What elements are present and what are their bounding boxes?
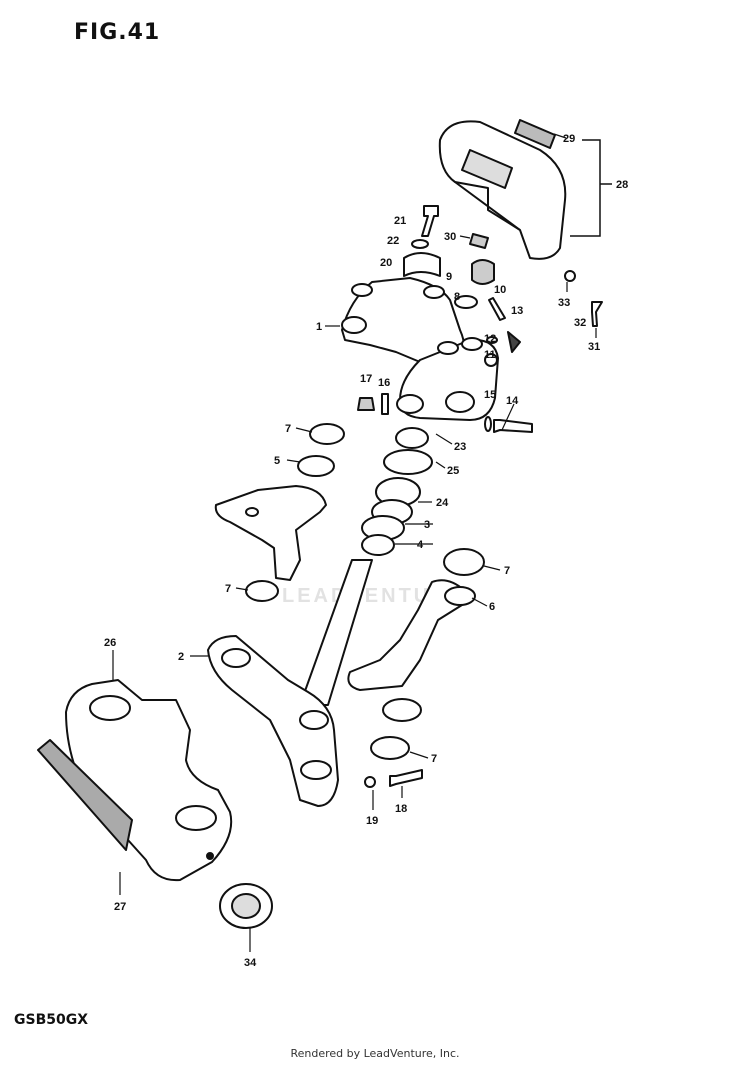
bolt-21 [421,205,439,237]
washer-19 [364,776,376,788]
callout-17: 17 [360,373,372,385]
callout-13: 13 [511,305,523,317]
handlebar-cover [438,120,567,260]
callout-15: 15 [484,389,496,401]
nut-11 [484,353,498,367]
callout-7c: 7 [504,565,510,577]
lower-bracket-stem [207,559,373,807]
bolt-18 [389,769,423,787]
washer-15 [484,416,492,432]
ring-7-lower-right [370,736,410,760]
cover-trim-strip [37,739,133,851]
callout-21: 21 [394,215,406,227]
footer-credit: Rendered by LeadVenture, Inc. [290,1047,460,1060]
pin-16 [381,393,389,415]
callout-14: 14 [506,395,519,407]
callout-22: 22 [387,235,399,247]
callout-28: 28 [616,179,628,191]
ring-7-upper-right [443,548,485,576]
callout-2: 2 [178,651,184,663]
callout-6: 6 [489,601,495,613]
bolt-14 [493,419,533,433]
callout-29: 29 [563,133,575,145]
callout-8: 8 [454,291,460,303]
washer-33 [564,270,576,282]
callout-20: 20 [380,257,392,269]
callout-33: 33 [558,297,570,309]
washer-8 [454,295,478,309]
stem-bearing-stack [361,427,433,556]
bracket-28 [570,139,612,237]
callout-30: 30 [444,231,456,243]
cap-nut [471,259,495,285]
left-headlight-bracket [214,455,335,581]
leader-lines [112,133,597,952]
watermark: LEADVENTURE [282,585,466,607]
callout-16: 16 [378,377,390,389]
ring-7-lower-left [245,580,279,602]
callout-3: 3 [424,519,430,531]
callout-31: 31 [588,341,600,353]
handlebar-clamp [403,252,441,277]
callout-4: 4 [417,539,424,551]
callout-7a: 7 [285,423,291,435]
ring-7-upper-left [309,423,345,445]
callout-7d: 7 [431,753,437,765]
model-code: GSB50GX [14,1012,89,1028]
pin-10 [488,297,506,321]
cover-strip [514,119,556,149]
callout-11: 11 [484,349,496,361]
stem-cap [219,883,273,929]
washer-22 [411,239,429,249]
callout-24: 24 [436,497,449,509]
upper-bracket [341,277,466,371]
lower-fork-cover [65,679,233,882]
callout-7b: 7 [225,583,231,595]
callout-labels: 1 2 3 4 5 6 7 7 7 7 8 9 10 11 12 13 14 1… [104,133,628,969]
callout-34: 34 [244,957,257,969]
callout-18: 18 [395,803,407,815]
callout-27: 27 [114,901,126,913]
callout-25: 25 [447,465,459,477]
nut-17 [357,397,375,411]
washer-12 [486,336,498,344]
right-headlight-bracket [347,579,476,722]
callout-32: 32 [574,317,586,329]
callout-9: 9 [446,271,452,283]
callout-19: 19 [366,815,378,827]
callout-1: 1 [316,321,322,333]
steering-head-clamp [396,337,499,421]
pin-13 [507,331,521,353]
callout-12: 12 [484,333,496,345]
callout-10: 10 [494,284,506,296]
callout-26: 26 [104,637,116,649]
cover-clip [469,233,489,249]
bolt-32 [591,301,603,327]
figure-title: FIG.41 [74,20,161,45]
callout-5: 5 [274,455,280,467]
callout-23: 23 [454,441,466,453]
